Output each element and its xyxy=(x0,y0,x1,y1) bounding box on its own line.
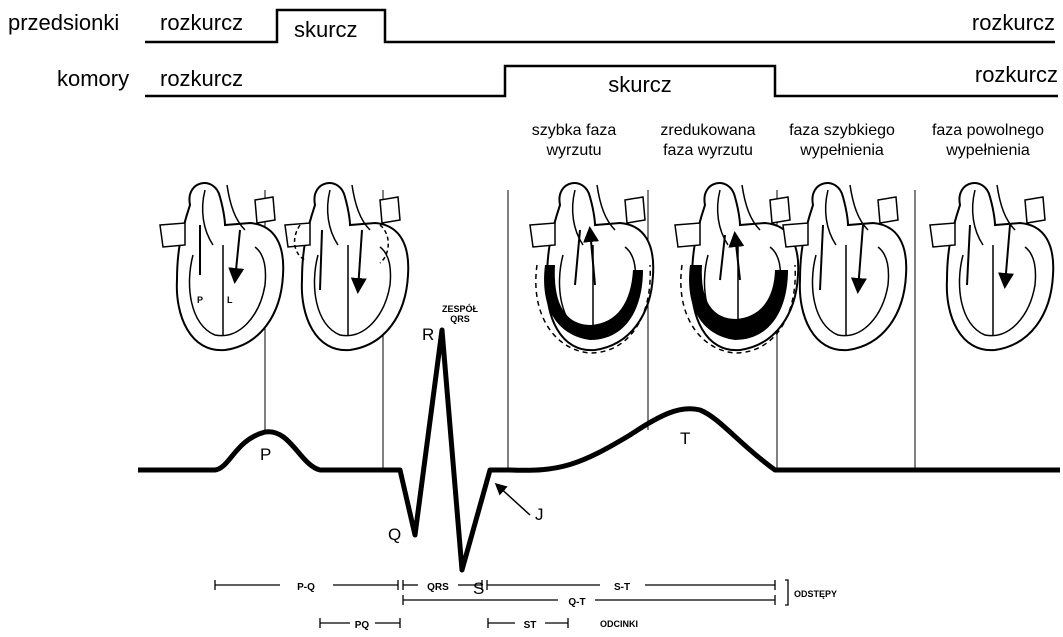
q-wave-label: Q xyxy=(388,525,401,544)
phase-rapid-filling-line1: faza szybkiego xyxy=(789,122,895,139)
qrs-complex-label-line2: QRS xyxy=(450,314,470,324)
phase-rapid-ejection-line2: wyrzutu xyxy=(545,142,601,159)
heart-atrial-systole xyxy=(285,183,408,350)
phase-reduced-ejection-line1: zredukowana xyxy=(660,122,755,139)
heart-left-chamber-label: L xyxy=(227,295,233,305)
ventricles-systole-label: skurcz xyxy=(608,72,672,97)
heart-right-chamber-label: P xyxy=(197,295,203,305)
intervals-group-label: ODSTĘPY xyxy=(794,589,837,599)
j-point-label: J xyxy=(535,505,544,524)
atria-timing-line xyxy=(145,10,1055,42)
phase-rapid-filling-line2: wypełnienia xyxy=(799,142,884,159)
intervals-labels: P-Q QRS S-T Q-T ODSTĘPY xyxy=(297,582,837,608)
heart-atrial-diastole: P L xyxy=(160,183,283,350)
phase-slow-filling-line1: faza powolnego xyxy=(932,122,1044,139)
interval-qt-label: Q-T xyxy=(568,597,585,608)
ecg-trace xyxy=(138,330,1060,570)
qrs-complex-label-line1: ZESPÓŁ xyxy=(442,303,479,314)
ecg-labels: P Q R S T J ZESPÓŁ QRS xyxy=(260,303,690,598)
j-point-arrow xyxy=(497,485,530,515)
phase-slow-filling-line2: wypełnienia xyxy=(945,142,1030,159)
p-wave-label: P xyxy=(260,445,271,464)
heart-slow-filling xyxy=(930,183,1053,350)
ventricles-diastole-right-label: rozkurcz xyxy=(975,62,1058,87)
atria-label: przedsionki xyxy=(8,10,119,35)
heart-rapid-ejection xyxy=(530,183,653,353)
phase-labels: szybka faza wyrzutu zredukowana faza wyr… xyxy=(532,122,1044,159)
segments-group-label: ODCINKI xyxy=(600,619,638,629)
interval-qrs-label: QRS xyxy=(427,582,449,593)
ventricles-timing-line xyxy=(145,66,1058,96)
ventricles-label: komory xyxy=(57,66,129,91)
heart-rapid-filling xyxy=(783,183,906,350)
heart-reduced-ejection xyxy=(675,183,798,353)
segments-labels: PQ ST ODCINKI xyxy=(355,619,638,631)
atria-systole-label: skurcz xyxy=(294,17,358,42)
t-wave-label: T xyxy=(680,429,690,448)
phase-reduced-ejection-line2: faza wyrzutu xyxy=(663,142,753,159)
phase-rapid-ejection-line1: szybka faza xyxy=(532,122,617,139)
interval-st-label: S-T xyxy=(614,582,630,593)
intervals-bracket xyxy=(785,580,788,605)
ventricles-timing-row: komory rozkurcz skurcz rozkurcz xyxy=(57,62,1058,97)
interval-pq-label: P-Q xyxy=(297,582,315,593)
segment-pq-label: PQ xyxy=(355,620,370,631)
segment-st-label: ST xyxy=(524,620,537,631)
atria-diastole-left-label: rozkurcz xyxy=(160,10,243,35)
ventricles-diastole-left-label: rozkurcz xyxy=(160,66,243,91)
r-wave-label: R xyxy=(422,325,434,344)
atria-diastole-right-label: rozkurcz xyxy=(972,10,1055,35)
atria-timing-row: przedsionki rozkurcz skurcz rozkurcz xyxy=(8,10,1055,42)
